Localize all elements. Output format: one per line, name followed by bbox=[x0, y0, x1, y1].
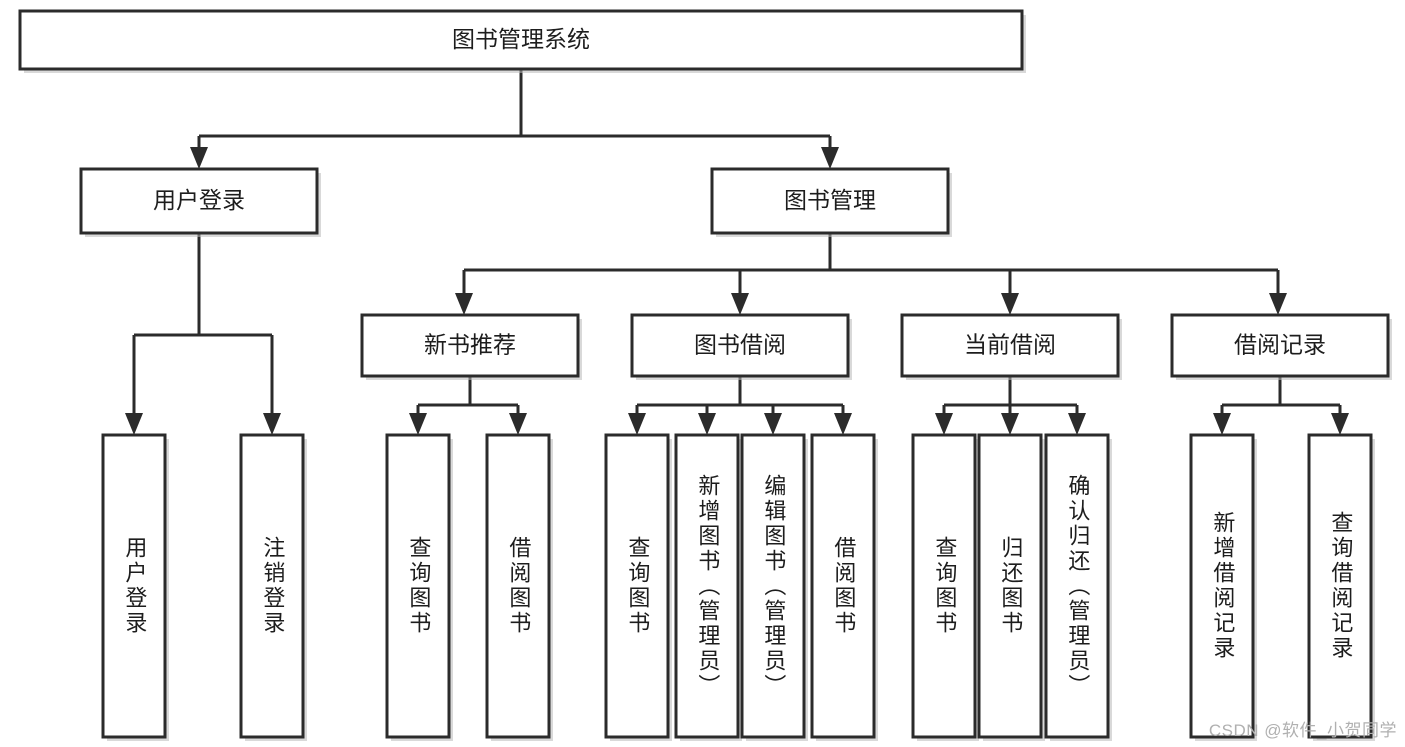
node-box-book-borrow[interactable] bbox=[630, 313, 850, 378]
node-box-borrow-record[interactable] bbox=[1170, 313, 1390, 378]
node-box-leaf-query-record[interactable] bbox=[1307, 433, 1373, 739]
arrow-to-level3-1 bbox=[731, 293, 749, 315]
node-box-user-login[interactable] bbox=[79, 167, 319, 235]
arrow-to-level3-0 bbox=[455, 293, 473, 315]
csdn-watermark: CSDN @软件_小贺同学 bbox=[1208, 721, 1397, 740]
arrow-to-leaf-2 bbox=[409, 413, 427, 435]
node-box-leaf-add-book-admin[interactable] bbox=[674, 433, 740, 739]
arrow-to-leaf-1 bbox=[263, 413, 281, 435]
arrow-to-level2-0 bbox=[190, 147, 208, 169]
arrow-to-leaf-5 bbox=[698, 413, 716, 435]
arrow-to-leaf-12 bbox=[1331, 413, 1349, 435]
arrow-to-leaf-9 bbox=[1001, 413, 1019, 435]
node-box-root[interactable] bbox=[18, 9, 1024, 71]
node-box-current-borrow[interactable] bbox=[900, 313, 1120, 378]
arrow-to-leaf-4 bbox=[628, 413, 646, 435]
arrow-to-leaf-3 bbox=[509, 413, 527, 435]
node-box-leaf-borrow-book-1[interactable] bbox=[485, 433, 551, 739]
node-box-leaf-query-book-3[interactable] bbox=[911, 433, 977, 739]
node-box-leaf-user-logout[interactable] bbox=[239, 433, 305, 739]
node-label-borrow-record: 借阅记录 bbox=[1234, 332, 1326, 358]
node-box-leaf-user-login[interactable] bbox=[101, 433, 167, 739]
connectors-layer bbox=[125, 69, 1349, 435]
node-box-leaf-return-book[interactable] bbox=[977, 433, 1043, 739]
arrow-to-leaf-10 bbox=[1068, 413, 1086, 435]
node-box-leaf-query-book-1[interactable] bbox=[385, 433, 451, 739]
node-label-new-book-recommend: 新书推荐 bbox=[424, 332, 516, 358]
arrow-to-leaf-6 bbox=[764, 413, 782, 435]
node-label-book-manage: 图书管理 bbox=[784, 187, 876, 213]
node-label-user-login: 用户登录 bbox=[153, 187, 245, 213]
arrow-to-level3-2 bbox=[1001, 293, 1019, 315]
node-label-current-borrow: 当前借阅 bbox=[964, 332, 1056, 358]
arrow-to-leaf-7 bbox=[834, 413, 852, 435]
node-box-book-manage[interactable] bbox=[710, 167, 950, 235]
node-box-leaf-borrow-book-2[interactable] bbox=[810, 433, 876, 739]
arrow-to-level2-1 bbox=[821, 147, 839, 169]
arrow-to-level3-3 bbox=[1269, 293, 1287, 315]
arrow-to-leaf-0 bbox=[125, 413, 143, 435]
node-box-new-book-recommend[interactable] bbox=[360, 313, 580, 378]
node-box-leaf-query-book-2[interactable] bbox=[604, 433, 670, 739]
node-box-leaf-add-record[interactable] bbox=[1189, 433, 1255, 739]
node-box-leaf-edit-book-admin[interactable] bbox=[740, 433, 806, 739]
node-label-book-borrow: 图书借阅 bbox=[694, 332, 786, 358]
boxes-layer bbox=[18, 9, 1392, 741]
arrow-to-leaf-11 bbox=[1213, 413, 1231, 435]
node-label-root: 图书管理系统 bbox=[452, 26, 590, 52]
arrow-to-leaf-8 bbox=[935, 413, 953, 435]
node-box-leaf-confirm-return[interactable] bbox=[1044, 433, 1110, 739]
